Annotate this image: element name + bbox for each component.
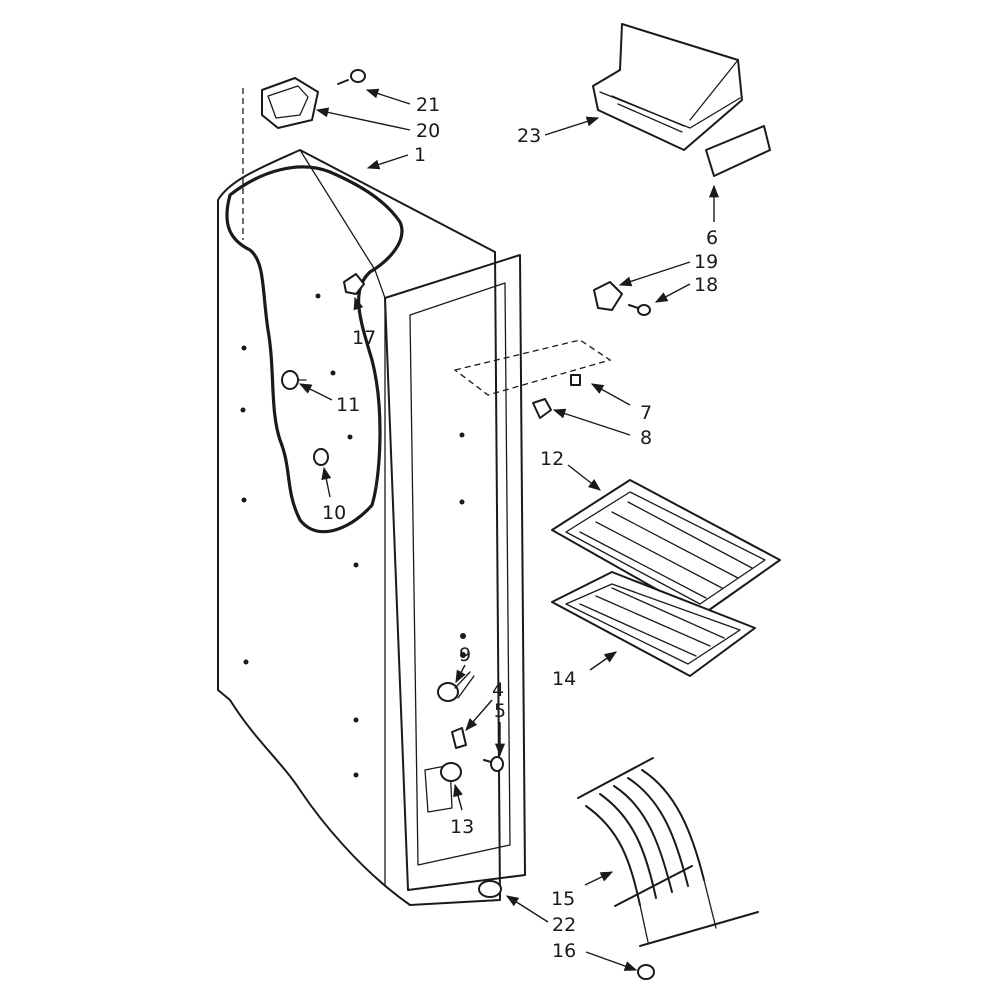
part-21-screw (337, 69, 366, 85)
callout-20: 20 (416, 120, 440, 142)
part-17-clip (343, 273, 365, 295)
freezer-liner (217, 88, 526, 906)
part-15-wire-guard (577, 757, 759, 947)
liner-front-flange (384, 254, 526, 891)
liner-outer-shell (217, 149, 501, 906)
callout-1: 1 (414, 144, 426, 166)
callout-6: 6 (706, 227, 718, 249)
part-20-light-bracket (261, 77, 319, 129)
part-8-mount (532, 398, 552, 419)
liner-top-rim (299, 149, 376, 271)
part-23-ice-bin (592, 23, 743, 151)
part-13-fitting (440, 762, 462, 782)
liner-cutaway-outline (225, 165, 404, 534)
callout-labels: 21 20 1 23 6 19 18 17 11 10 7 8 12 14 9 … (322, 94, 718, 962)
liner-side-edge (374, 269, 386, 886)
part-14-lower-shelf (551, 571, 756, 677)
part-18-screw (628, 304, 651, 316)
liner-flange-inner-edge (409, 282, 511, 866)
callout-4: 4 (492, 679, 504, 701)
callout-7: 7 (640, 402, 652, 424)
callout-23: 23 (517, 125, 541, 147)
callout-5: 5 (494, 700, 506, 722)
callout-17: 17 (352, 327, 376, 349)
leader-lines (298, 88, 720, 971)
callout-19: 19 (694, 251, 718, 273)
callout-8: 8 (640, 427, 652, 449)
part-22-cap (478, 880, 502, 898)
part-11-grommet (281, 370, 307, 390)
callout-11: 11 (336, 394, 360, 416)
callout-21: 21 (416, 94, 440, 116)
callout-18: 18 (694, 274, 718, 296)
part-19-light-switch (593, 281, 623, 311)
callout-22: 22 (552, 914, 576, 936)
callout-14: 14 (552, 668, 576, 690)
part-4-bracket (451, 727, 467, 749)
callout-12: 12 (540, 448, 564, 470)
part-12-upper-shelf (551, 479, 781, 616)
part-10-plug (313, 448, 329, 466)
part-6-bin-front (705, 125, 771, 177)
callout-15: 15 (551, 888, 575, 910)
part-16-leveling-foot (637, 964, 655, 980)
callout-10: 10 (322, 502, 346, 524)
part-9-damper-knob (437, 671, 475, 702)
callout-13: 13 (450, 816, 474, 838)
part-7-clip (453, 339, 612, 396)
part-5-screw (483, 756, 504, 772)
callout-9: 9 (459, 644, 471, 666)
callout-16: 16 (552, 940, 576, 962)
